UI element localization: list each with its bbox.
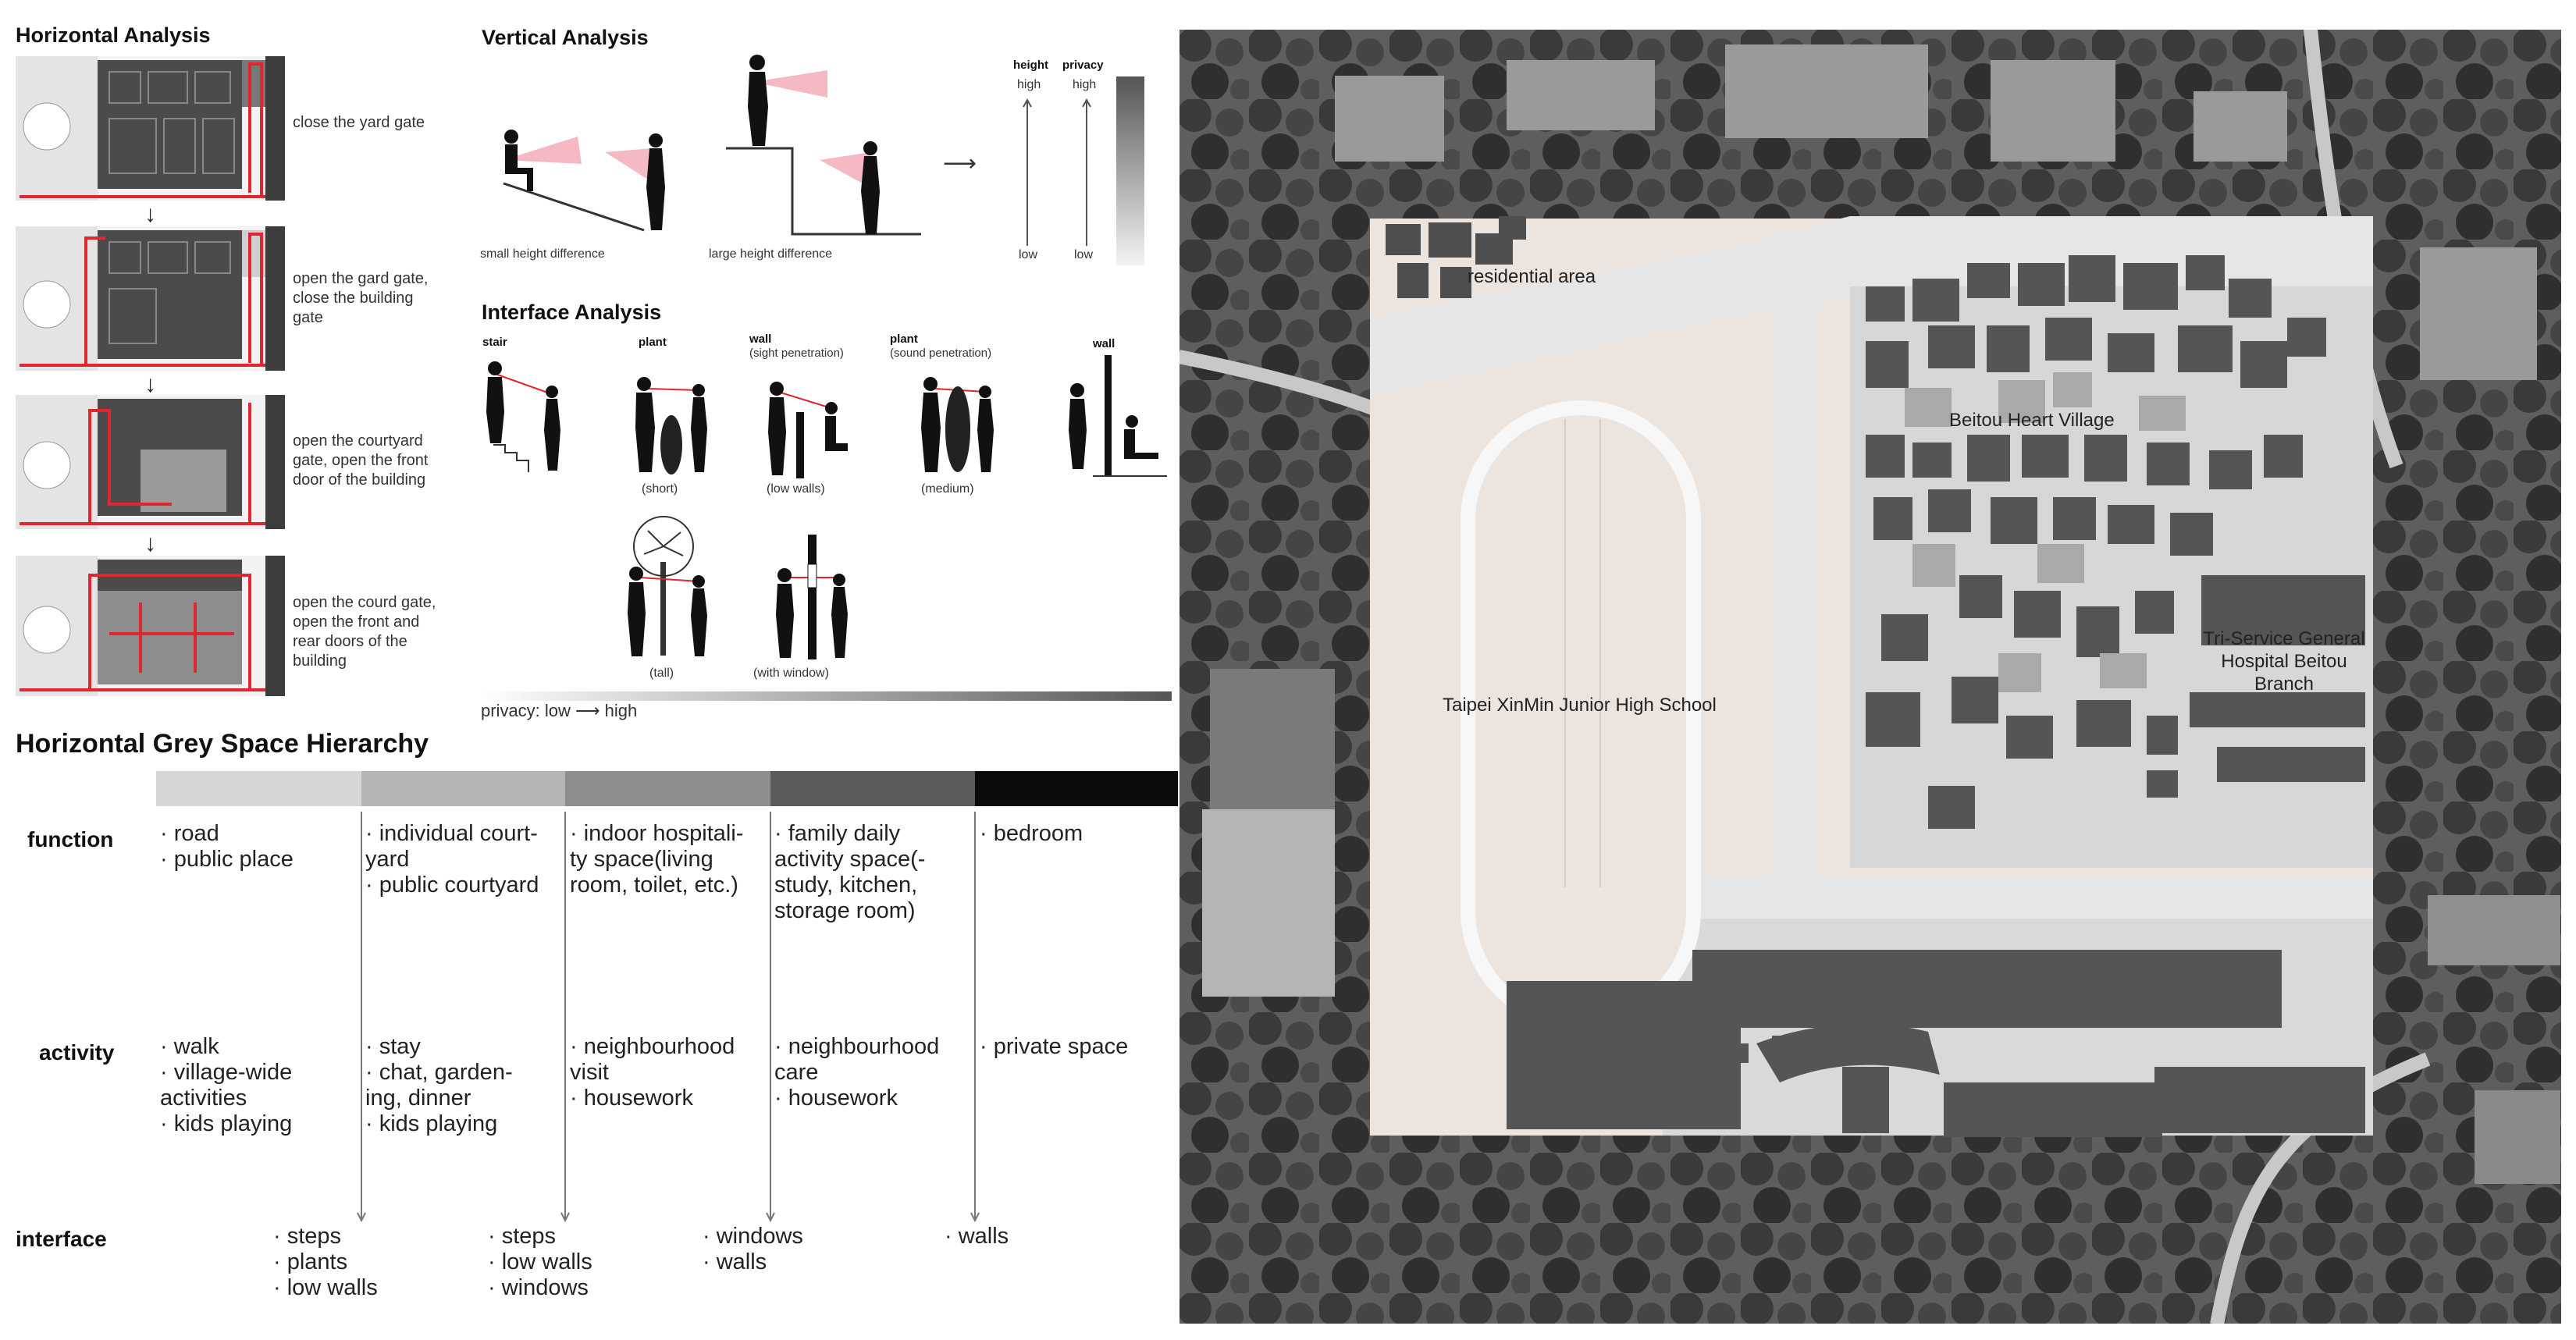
step-3-text: open the courtyard gate, open the front …	[293, 432, 429, 489]
height-high: high	[1017, 78, 1041, 91]
hierarchy-title: Horizontal Grey Space Hierarchy	[16, 729, 429, 759]
tall-wall-figure	[1062, 355, 1167, 480]
function-cell-5: · bedroom	[980, 821, 1083, 846]
label-residential-area: residential area	[1468, 266, 1596, 287]
interface-label-wall-sight: wall	[749, 332, 772, 346]
small-height-caption: small height difference	[480, 247, 605, 261]
hierarchy-swatch-4	[770, 771, 975, 806]
interface-label-wall: wall	[1093, 337, 1115, 350]
row-label-interface: interface	[16, 1227, 107, 1251]
privacy-arrow	[1082, 98, 1091, 246]
row-label-activity: activity	[39, 1040, 115, 1065]
large-height-figure	[726, 51, 921, 242]
right-arrow: ⟶	[943, 151, 977, 176]
plan-diagram-4	[16, 556, 285, 696]
activity-cell-5: · private space	[980, 1034, 1129, 1059]
vertical-analysis-title: Vertical Analysis	[482, 26, 649, 49]
hierarchy-swatch-5	[975, 771, 1178, 806]
interface-cell-1: · steps · plants · low walls	[273, 1224, 378, 1300]
caption-medium: (medium)	[921, 482, 974, 496]
interface-label-stair: stair	[482, 336, 507, 349]
interface-analysis-title: Interface Analysis	[482, 300, 662, 324]
privacy-scale-text: privacy: low ⟶ high	[481, 701, 638, 720]
column-arrow-2	[560, 812, 570, 1225]
plan-diagram-3	[16, 395, 285, 529]
privacy-gradient-strip	[481, 691, 1172, 701]
plan-diagram-2	[16, 226, 285, 371]
activity-cell-1: · walk · village-wide activities · kids …	[160, 1034, 293, 1136]
step-1-text: close the yard gate	[293, 114, 425, 131]
low-wall-figure	[761, 381, 855, 482]
hierarchy-swatch-2	[361, 771, 565, 806]
interface-label-plant-sound: plant	[890, 332, 918, 346]
stair-figure	[478, 359, 571, 476]
function-cell-3: · indoor hospitali- ty space(living room…	[570, 821, 744, 897]
plant-medium-figure	[915, 375, 1009, 480]
plant-tall-figure	[621, 515, 722, 663]
interface-cell-3: · windows · walls	[703, 1224, 803, 1274]
height-low: low	[1019, 248, 1038, 261]
caption-with-window: (with window)	[753, 666, 829, 680]
column-arrow-1	[357, 812, 366, 1225]
interface-cell-2: · steps · low walls · windows	[488, 1224, 592, 1300]
horizontal-analysis-title: Horizontal Analysis	[16, 23, 211, 47]
interface-cell-4: · walls	[945, 1224, 1009, 1249]
caption-short: (short)	[642, 482, 678, 496]
label-xinmin-school: Taipei XinMin Junior High School	[1443, 695, 1717, 716]
label-beitou-heart-village: Beitou Heart Village	[1949, 410, 2115, 431]
interface-sub-plant-sound: (sound penetration)	[890, 347, 992, 360]
small-height-figure	[488, 117, 691, 234]
large-height-caption: large height difference	[709, 247, 833, 261]
window-wall-figure	[769, 535, 855, 663]
height-scale-label: height	[1013, 59, 1048, 72]
step-4-text: open the courd gate, open the front and …	[293, 594, 436, 670]
privacy-high: high	[1073, 78, 1097, 91]
plan-diagram-1	[16, 56, 285, 201]
privacy-gradient-bar	[1116, 76, 1144, 265]
activity-cell-4: · neighbourhood care · housework	[774, 1034, 940, 1111]
height-arrow	[1023, 98, 1032, 246]
down-arrow-1: ↓	[144, 201, 156, 227]
plant-short-figure	[624, 375, 718, 480]
column-arrow-3	[766, 812, 775, 1225]
function-cell-2: · individual court- yard · public courty…	[365, 821, 539, 897]
interface-sub-wall-sight: (sight penetration)	[749, 347, 844, 360]
down-arrow-3: ↓	[144, 531, 156, 556]
step-2-text: open the gard gate, close the building g…	[293, 270, 429, 326]
function-cell-4: · family daily activity space(- study, k…	[774, 821, 926, 923]
privacy-low: low	[1074, 248, 1094, 261]
caption-tall: (tall)	[649, 666, 674, 680]
down-arrow-2: ↓	[144, 371, 156, 397]
activity-cell-3: · neighbourhood visit · housework	[570, 1034, 735, 1111]
privacy-scale-label: privacy	[1062, 59, 1104, 72]
hierarchy-swatch-1	[156, 771, 361, 806]
label-hospital: Tri-Service General Hospital Beitou Bran…	[2203, 628, 2365, 695]
hierarchy-swatch-3	[565, 771, 770, 806]
function-cell-1: · road · public place	[160, 821, 294, 872]
site-map: residential area Beitou Heart Village Ta…	[1179, 29, 2562, 1324]
activity-cell-2: · stay · chat, garden- ing, dinner · kid…	[365, 1034, 513, 1136]
caption-low-walls: (low walls)	[767, 482, 825, 496]
interface-label-plant-short: plant	[639, 336, 667, 349]
row-label-function: function	[27, 827, 114, 851]
column-arrow-4	[970, 812, 980, 1225]
